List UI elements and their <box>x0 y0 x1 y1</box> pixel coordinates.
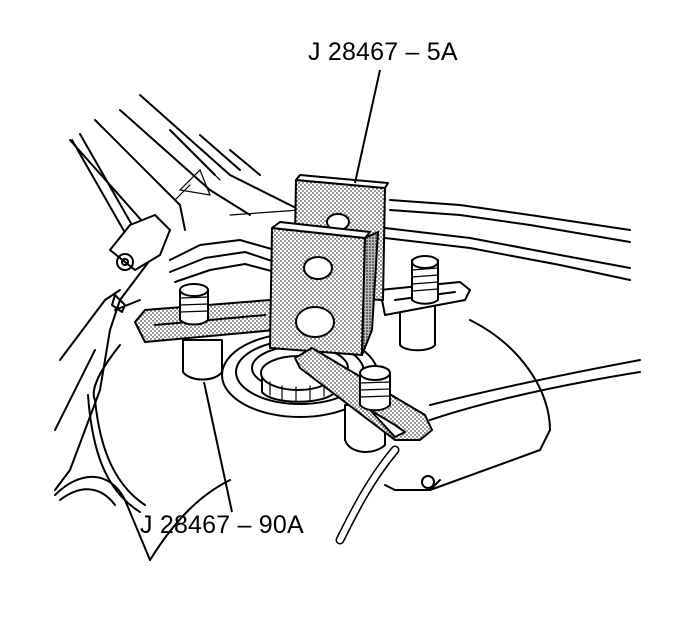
stud-front <box>294 347 433 453</box>
wheel-house <box>54 319 641 561</box>
stud-left <box>134 283 281 381</box>
hood-prop-rod <box>71 133 171 313</box>
callout-label-j28467-5a: J 28467 – 5A <box>308 38 458 66</box>
leader-line-bottom <box>203 381 233 513</box>
body-panel <box>54 94 331 491</box>
tool-plate-lower <box>269 221 379 356</box>
callout-leaders <box>203 69 381 513</box>
callout-label-j28467-90a: J 28467 – 90A <box>140 511 304 539</box>
rail-lines <box>169 199 631 283</box>
leader-line-top <box>354 69 381 184</box>
stud-rear-right <box>379 255 471 352</box>
flex-hose <box>335 445 400 545</box>
